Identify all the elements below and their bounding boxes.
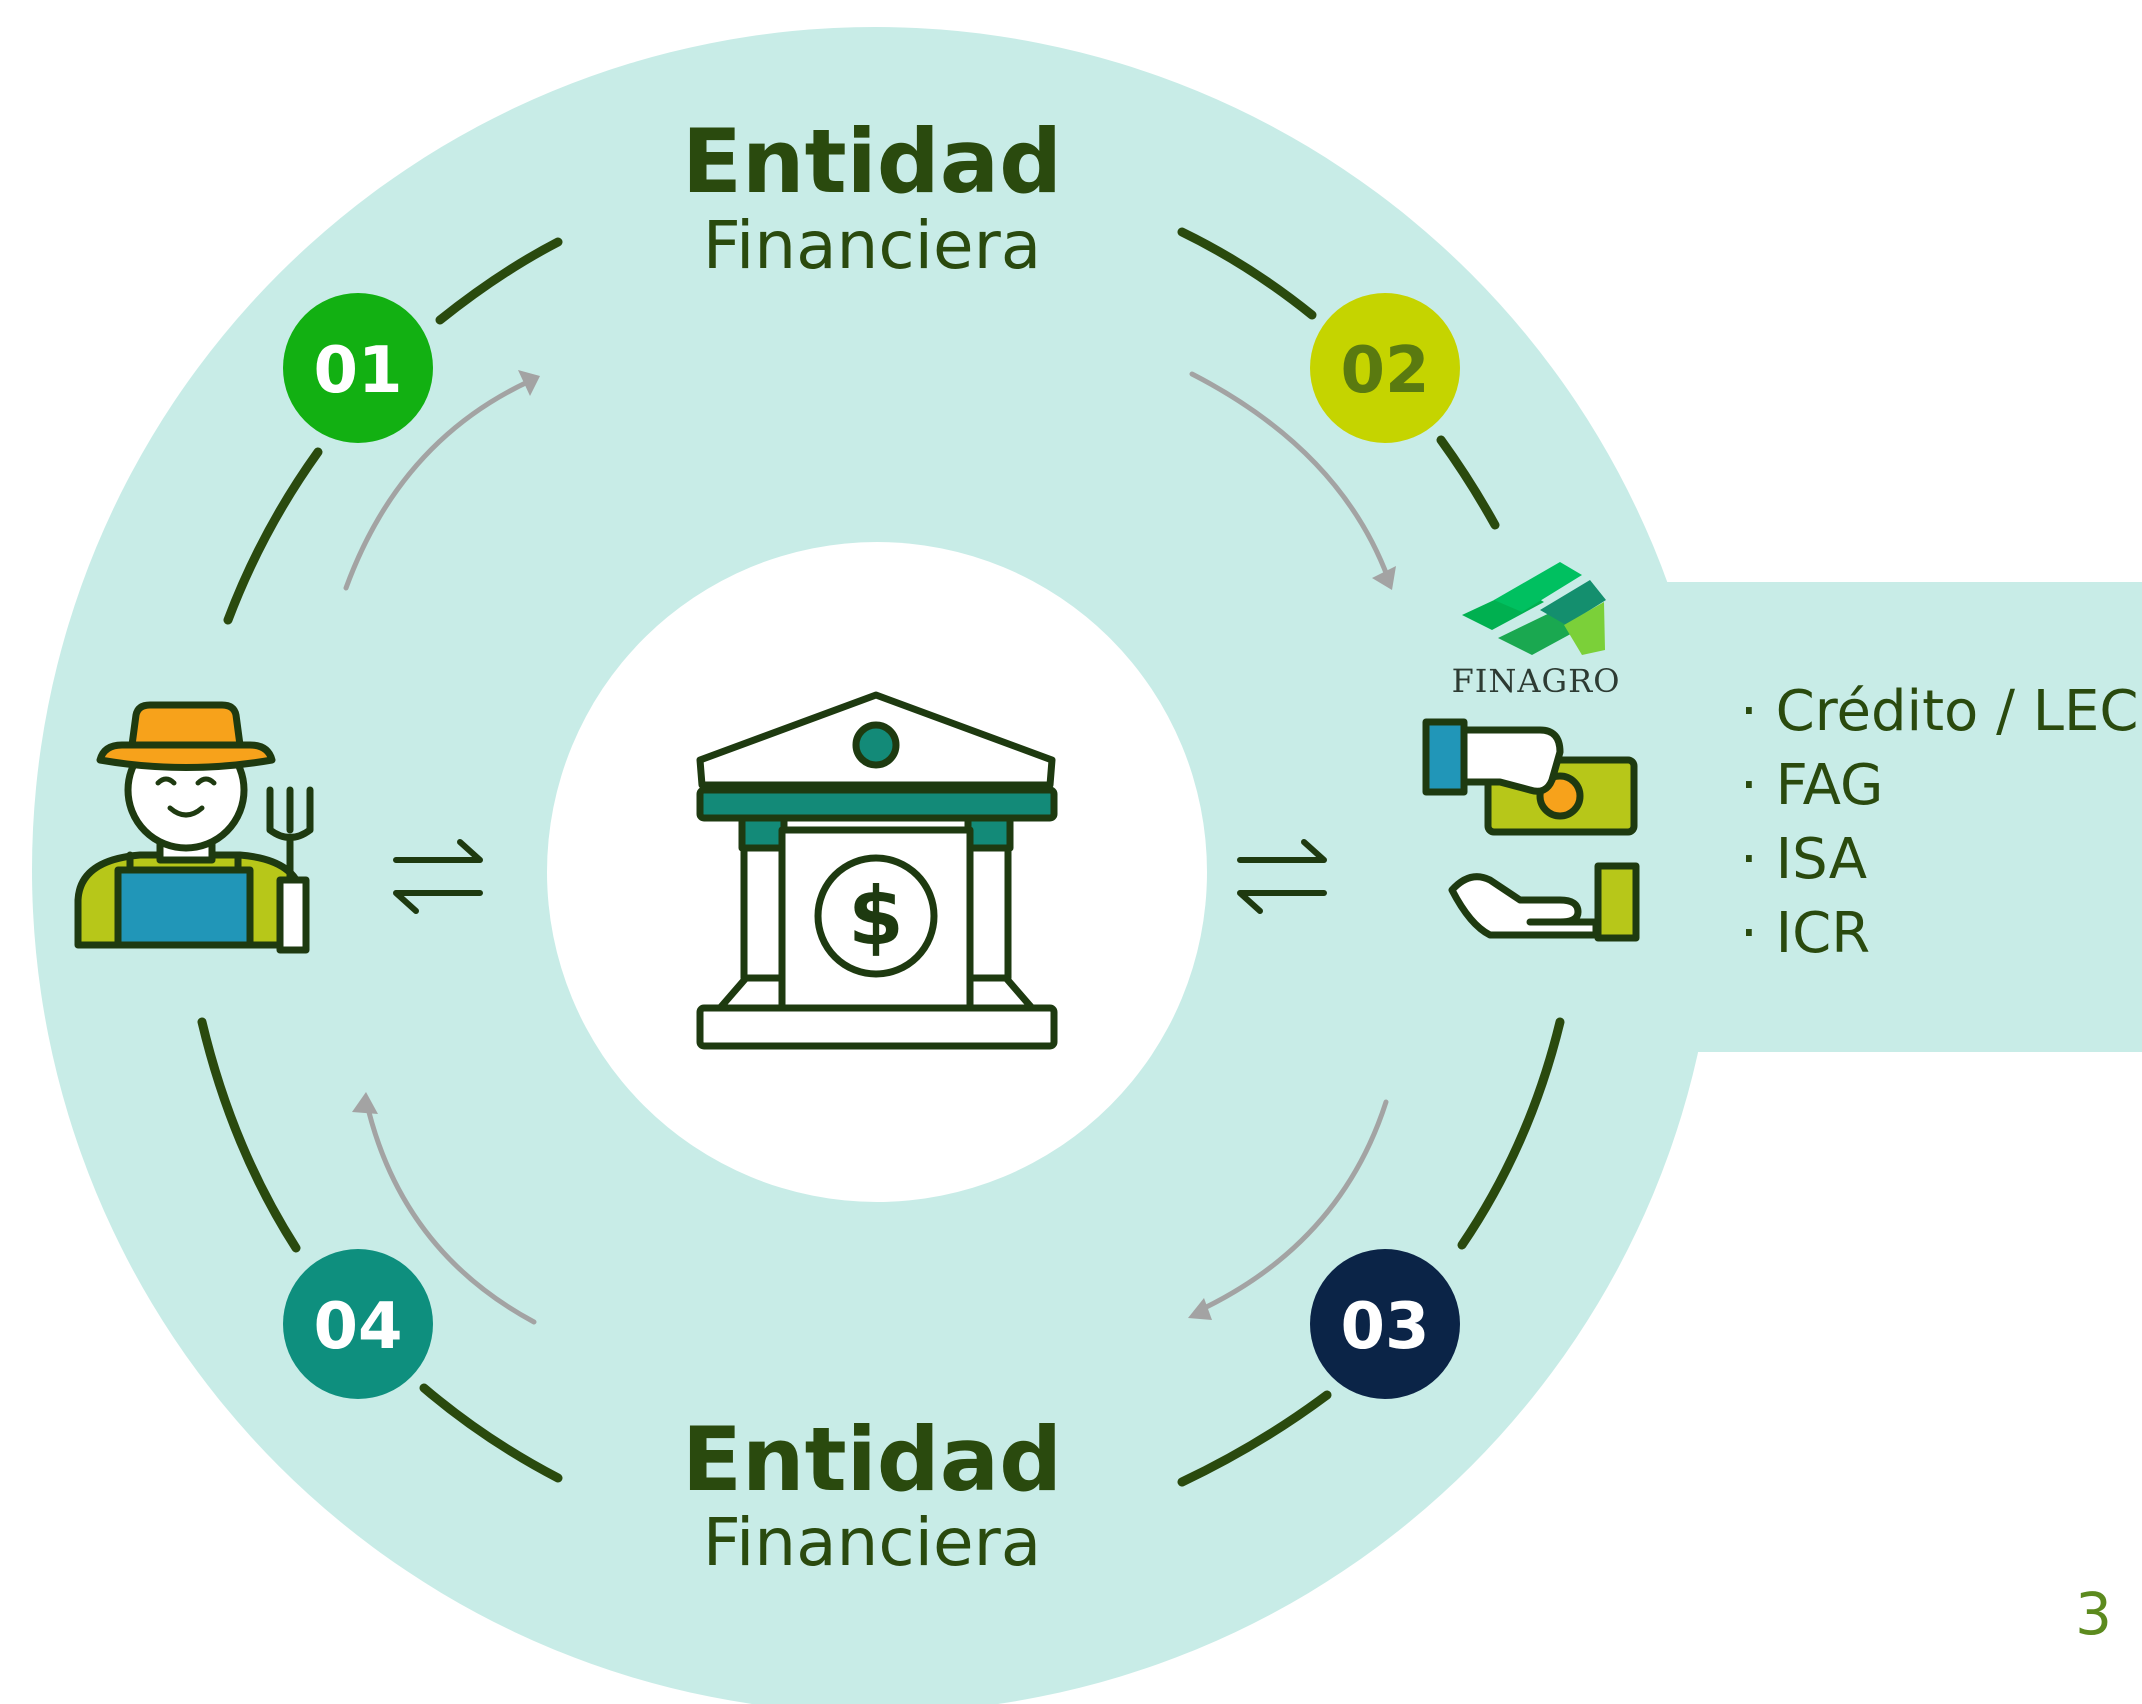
top-label-strong: Entidad: [682, 110, 1062, 213]
step-badge-04: 04: [283, 1249, 433, 1399]
bank-dollar-icon: $: [696, 691, 1058, 1050]
top-label-light: Financiera: [703, 207, 1041, 284]
money-exchange-hands-icon: [1422, 718, 1640, 942]
swap-arrows-icon: [1237, 839, 1327, 914]
bottom-label-strong: Entidad: [682, 1408, 1062, 1511]
programs-panel: [1660, 582, 2142, 1052]
bottom-label-light: Financiera: [703, 1504, 1041, 1581]
step-number-03: 03: [1340, 1290, 1429, 1364]
step-number-04: 04: [313, 1290, 402, 1364]
step-badge-02: 02: [1310, 293, 1460, 443]
bottom-entity-label: Entidad Financiera: [682, 1408, 1062, 1581]
program-item-4: · ICR: [1740, 901, 1870, 966]
farmer-icon: [74, 701, 314, 954]
step-number-02: 02: [1340, 334, 1429, 408]
flow-arrows: [343, 370, 1396, 1325]
finagro-logo: FINAGRO: [1452, 562, 1621, 700]
svg-text:$: $: [848, 870, 904, 963]
swap-arrows-icon: [393, 839, 483, 914]
ring-segments: [197, 227, 1565, 1487]
step-badge-03: 03: [1310, 1249, 1460, 1399]
top-entity-label: Entidad Financiera: [682, 110, 1062, 284]
program-item-3: · ISA: [1740, 827, 1867, 892]
program-item-1: · Crédito / LEC: [1740, 679, 2138, 744]
finagro-name: FINAGRO: [1452, 662, 1621, 700]
program-list: · Crédito / LEC · FAG · ISA · ICR: [1740, 679, 2138, 966]
program-item-2: · FAG: [1740, 753, 1883, 818]
step-badge-01: 01: [283, 293, 433, 443]
step-number-01: 01: [313, 334, 402, 408]
page-number: 3: [2075, 1580, 2112, 1648]
